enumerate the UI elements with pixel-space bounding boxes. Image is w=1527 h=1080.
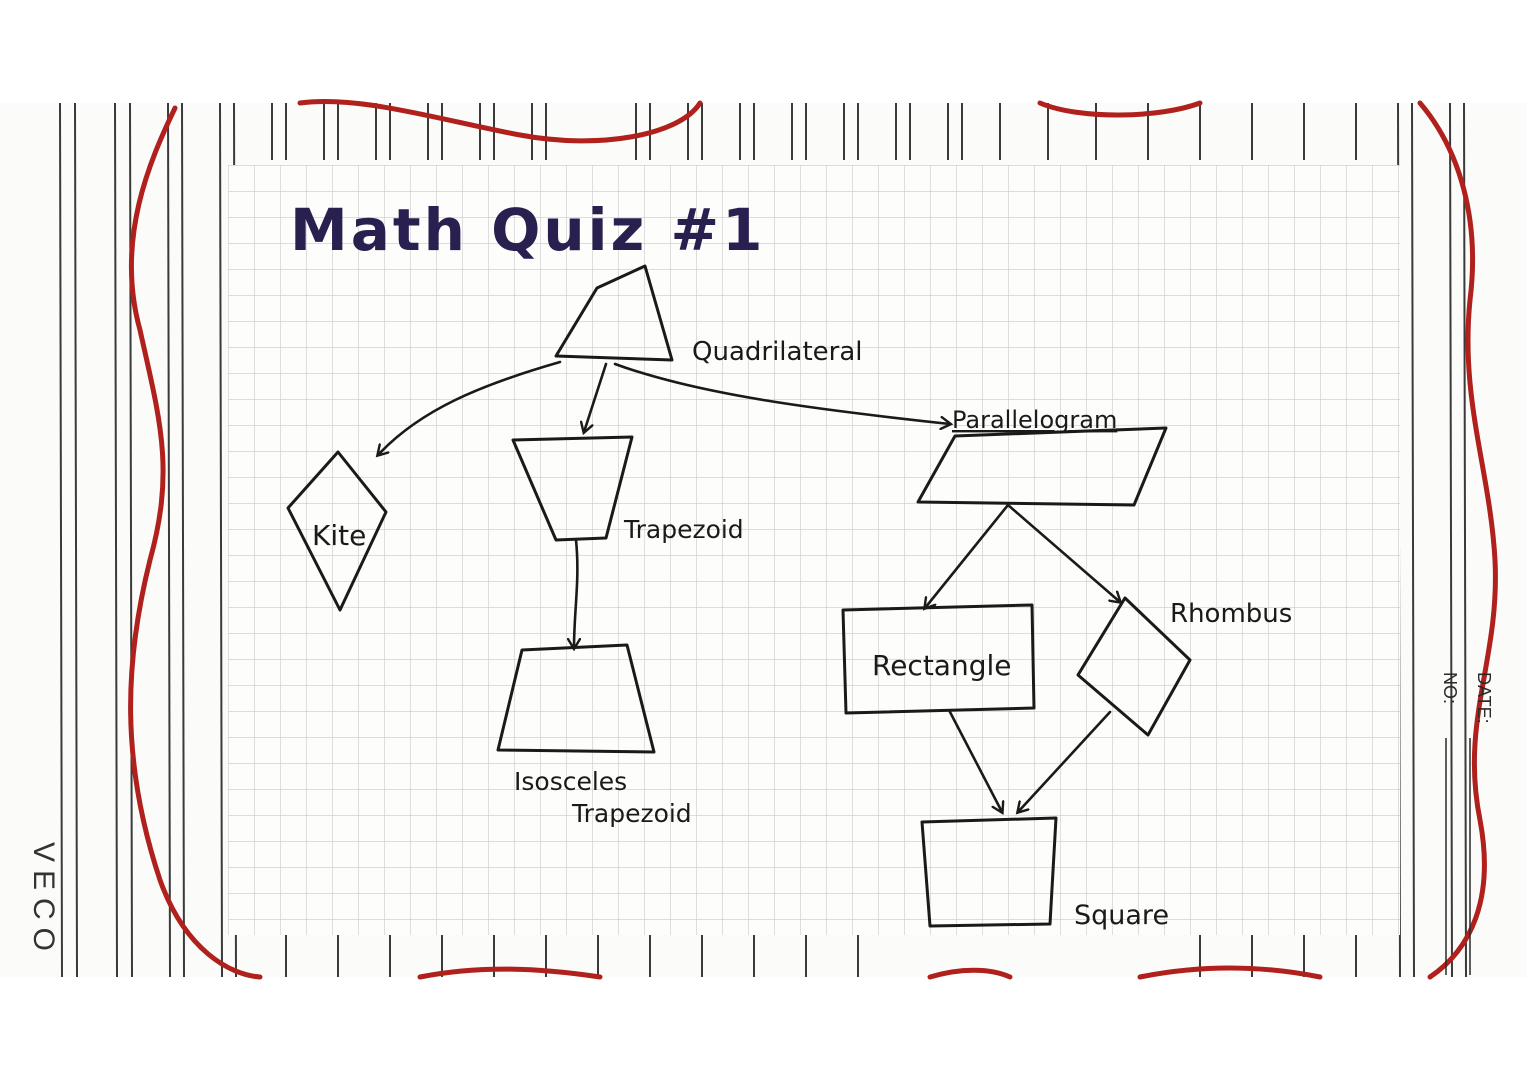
arrow-to-isosceles-trapezoid (574, 538, 577, 648)
square-label: Square (1074, 900, 1169, 931)
arrow-to-trapezoid (584, 362, 608, 432)
square-arrows (948, 710, 1112, 812)
date-field: DATE: (1469, 672, 1494, 975)
kite-node: Kite (286, 450, 388, 612)
arrow-to-rhombus (1006, 503, 1120, 602)
quadrilateral-arrows (378, 360, 950, 455)
rhombus-label: Rhombus (1170, 599, 1292, 629)
rectangle-label: Rectangle (872, 649, 1011, 682)
number-field: NO: (1440, 672, 1460, 975)
rhombus-shape (1076, 596, 1192, 737)
isosceles-trapezoid-shape (496, 643, 656, 754)
arrow-rectangle-to-square (948, 710, 1002, 812)
arrow-rhombus-to-square (1018, 710, 1112, 812)
number-label: NO: (1440, 672, 1460, 704)
date-label: DATE: (1474, 672, 1494, 724)
trapezoid-label: Trapezoid (623, 515, 744, 544)
square-shape (920, 816, 1058, 928)
rhombus-node: Rhombus (1076, 596, 1292, 737)
parallelogram-shape (916, 426, 1168, 507)
arrow-to-rectangle (925, 503, 1010, 608)
quadrilateral-shape (554, 264, 674, 362)
isosceles-trapezoid-label-2: Trapezoid (571, 799, 692, 828)
parallelogram-node: Parallelogram (916, 406, 1168, 507)
arrow-to-parallelogram (613, 362, 950, 424)
quadrilateral-label: Quadrilateral (692, 337, 863, 367)
trapezoid-shape (511, 435, 634, 542)
trapezoid-node: Trapezoid (511, 435, 744, 544)
quiz-title: Math Quiz #1 (290, 196, 765, 264)
isosceles-trapezoid-label-1: Isosceles (514, 767, 627, 796)
kite-shape (286, 450, 388, 612)
grid-lines (228, 165, 1400, 935)
parallelogram-label: Parallelogram (952, 406, 1117, 434)
rectangle-shape (841, 603, 1036, 715)
parallelogram-arrows (925, 503, 1120, 608)
quadrilateral-node: Quadrilateral (554, 264, 863, 367)
brand-logo: VECO (27, 842, 60, 959)
arrow-to-kite (378, 360, 562, 455)
isosceles-trapezoid-node: Isosceles Trapezoid (496, 643, 692, 828)
rectangle-node: Rectangle (841, 603, 1036, 715)
red-wavy-border (128, 98, 1498, 980)
kite-label: Kite (312, 519, 366, 552)
square-node: Square (920, 816, 1169, 931)
